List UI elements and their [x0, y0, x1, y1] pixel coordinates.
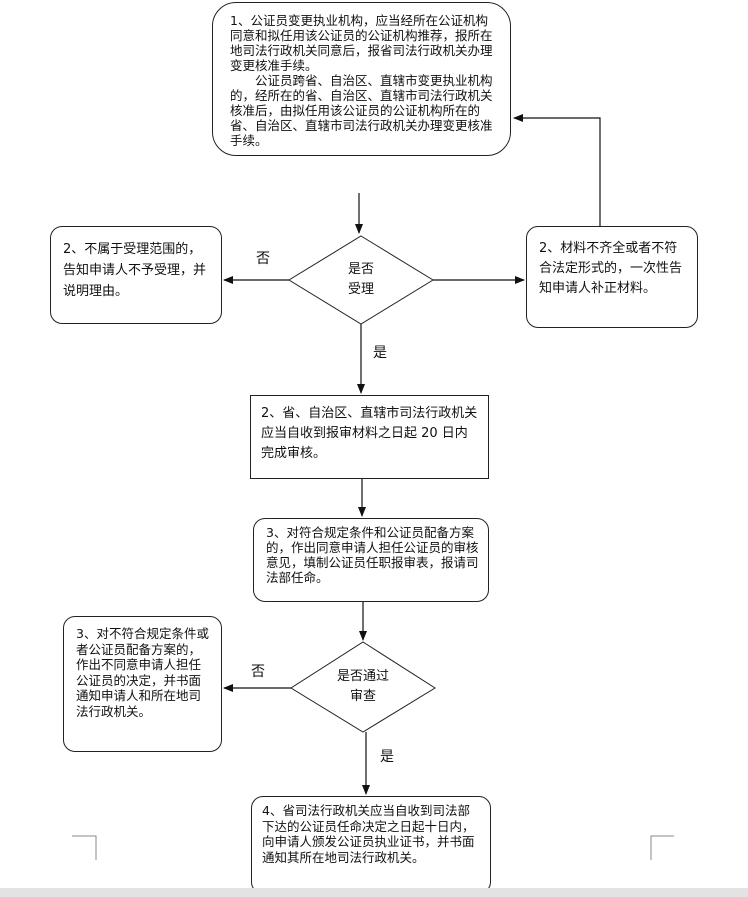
bottom-scroll-bar	[0, 888, 748, 897]
page-corner-mark-left	[72, 835, 97, 860]
certificate-box: 4、省司法行政机关应当自收到司法部下达的公证员任命决定之日起十日内，向申请人颁发…	[251, 796, 491, 894]
approve-text: 3、对符合规定条件和公证员配备方案的，作出同意申请人担任公证员的审核意见，填制公…	[266, 525, 479, 585]
supplement-text: 2、材料不齐全或者不符合法定形式的，一次性告知申请人补正材料。	[539, 241, 683, 296]
supplement-box: 2、材料不齐全或者不符合法定形式的，一次性告知申请人补正材料。	[526, 226, 698, 328]
disapprove-text: 3、对不符合规定条件或者公证员配备方案的，作出不同意申请人担任公证员的决定，并书…	[76, 626, 209, 719]
step1-paragraph-2: 公证员跨省、自治区、直辖市变更执业机构的，经所在的省、自治区、直辖市司法行政机关…	[230, 73, 493, 148]
review-box: 2、省、自治区、直辖市司法行政机关应当自收到报审材料之日起 20 日内完成审核。	[250, 395, 489, 479]
page-corner-mark-right	[650, 835, 674, 860]
accept-yes-label: 是	[373, 345, 387, 361]
certificate-text: 4、省司法行政机关应当自收到司法部下达的公证员任命决定之日起十日内，向申请人颁发…	[262, 803, 475, 865]
pass-yes-label: 是	[380, 749, 394, 765]
review-text: 2、省、自治区、直辖市司法行政机关应当自收到报审材料之日起 20 日内完成审核。	[261, 406, 478, 461]
accept-decision-text: 是否 受理	[347, 262, 374, 297]
step1-paragraph-1: 1、公证员变更执业机构，应当经所在公证机构同意和拟任用该公证员的公证机构推荐，报…	[230, 13, 493, 73]
step1-change-institution-box: 1、公证员变更执业机构，应当经所在公证机构同意和拟任用该公证员的公证机构推荐，报…	[212, 2, 511, 156]
reject-text: 2、不属于受理范围的，告知申请人不予受理，并说明理由。	[63, 242, 207, 299]
pass-decision-diamond	[290, 641, 436, 733]
accept-no-label: 否	[256, 251, 270, 267]
arrow-supplement-back	[513, 114, 601, 226]
approve-box: 3、对符合规定条件和公证员配备方案的，作出同意申请人担任公证员的审核意见，填制公…	[253, 518, 489, 602]
pass-decision-text: 是否通过 审查	[336, 669, 389, 704]
reject-box: 2、不属于受理范围的，告知申请人不予受理，并说明理由。	[50, 226, 222, 324]
pass-no-label: 否	[251, 664, 265, 680]
disapprove-box: 3、对不符合规定条件或者公证员配备方案的，作出不同意申请人担任公证员的决定，并书…	[63, 616, 222, 752]
